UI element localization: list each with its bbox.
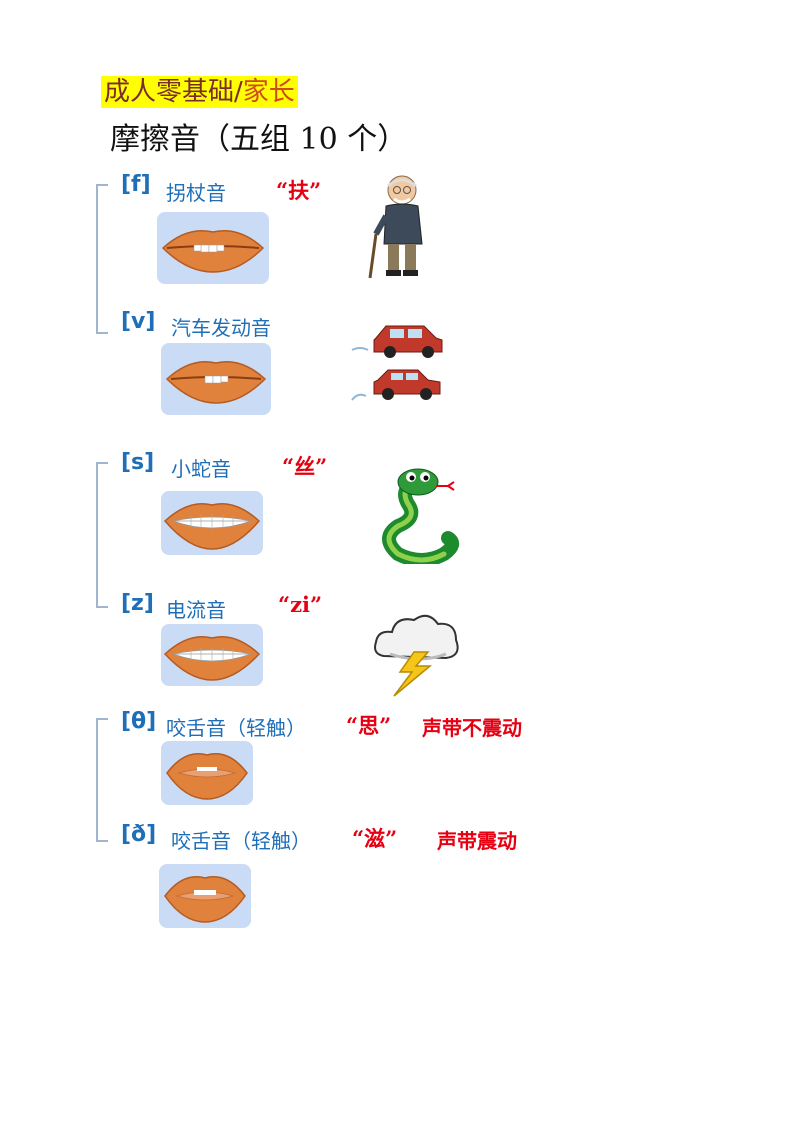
desc-z: 电流音 [166,598,226,622]
lip-image-th [161,741,253,805]
desc-th: 咬舌音（轻触） [166,716,306,740]
lightning-cloud-icon [370,608,462,698]
ipa-dh: [ð] [121,822,157,847]
lip-image-f [157,212,269,284]
note-th: 声带不震动 [422,716,522,740]
quote-s: “丝” [282,454,328,479]
quote-f: “扶” [276,178,322,203]
ipa-s: [s] [121,450,155,475]
header-tag: 成人零基础/家长 [101,76,298,108]
header-tag-part2: 家长 [242,77,295,107]
note-dh: 声带震动 [437,829,517,853]
group-bracket-th [96,718,108,842]
ipa-f: [f] [121,172,151,197]
lip-image-v [161,343,271,415]
quote-dh: “滋” [352,826,398,851]
lip-image-z [161,624,263,686]
desc-f: 拐杖音 [166,181,226,205]
group-bracket-s-z [96,462,108,608]
ipa-th: [θ] [121,709,157,734]
quote-z: “zi” [278,592,323,617]
desc-s: 小蛇音 [171,457,231,481]
quote-th: “思” [346,713,392,738]
old-man-with-cane-icon [366,172,436,280]
group-bracket-f-v [96,184,108,334]
section-title: 摩擦音（五组 10 个） [110,122,408,157]
desc-dh: 咬舌音（轻触） [171,829,311,853]
two-cars-icon [346,320,446,406]
lip-image-dh [159,864,251,928]
lip-image-s [161,491,263,555]
header-tag-part1: 成人零基础/ [104,77,243,107]
snake-icon [378,464,466,564]
ipa-z: [z] [121,591,154,616]
desc-v: 汽车发动音 [171,316,271,340]
ipa-v: [v] [121,309,156,334]
